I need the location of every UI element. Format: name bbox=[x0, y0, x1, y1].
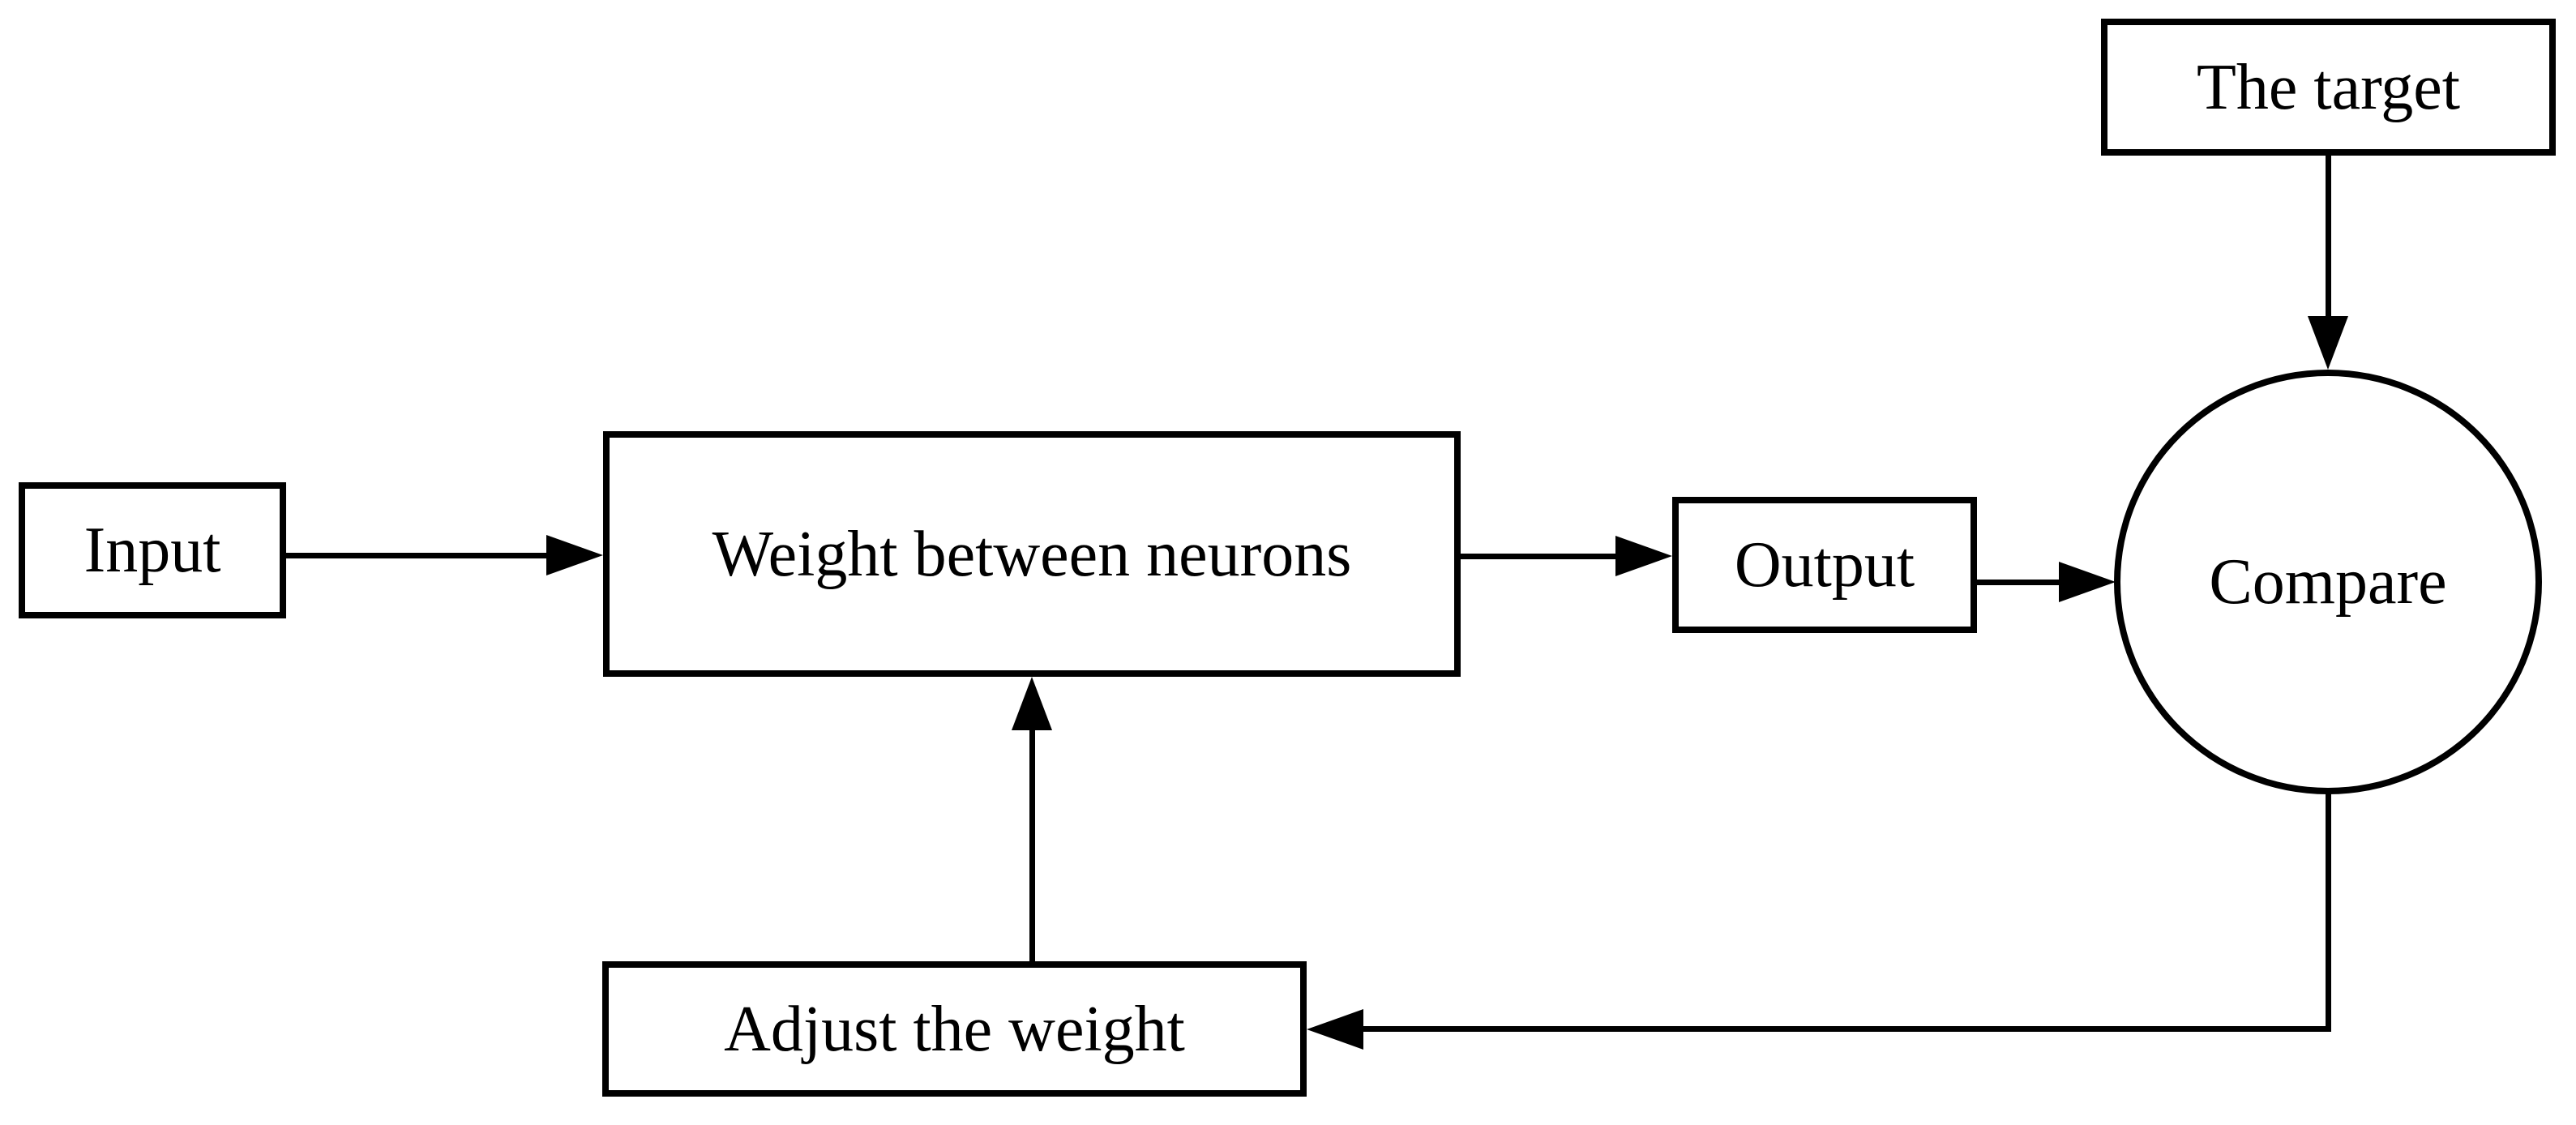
node-input-label: Input bbox=[83, 515, 221, 586]
node-the-target: The target bbox=[2101, 19, 2556, 156]
node-adjust-the-weight: Adjust the weight bbox=[602, 961, 1307, 1097]
arrow-target-to-compare-head-icon bbox=[2308, 316, 2348, 370]
arrow-input-to-weight-line bbox=[286, 553, 551, 558]
arrow-adjust-to-weight-head-icon bbox=[1012, 677, 1052, 730]
arrow-weight-to-output-head-icon bbox=[1615, 536, 1672, 576]
arrow-compare-to-adjust-vertical-line bbox=[2326, 789, 2331, 1031]
arrow-output-to-compare-line bbox=[1977, 580, 2065, 585]
node-output: Output bbox=[1672, 497, 1977, 633]
arrow-weight-to-output-line bbox=[1461, 554, 1619, 559]
node-weight-between-neurons: Weight between neurons bbox=[603, 431, 1461, 677]
node-input: Input bbox=[19, 482, 286, 618]
node-the-target-label: The target bbox=[2196, 51, 2461, 123]
node-weight-between-neurons-label: Weight between neurons bbox=[712, 518, 1352, 590]
node-output-label: Output bbox=[1734, 529, 1915, 601]
arrow-adjust-to-weight-line bbox=[1029, 728, 1035, 963]
node-adjust-the-weight-label: Adjust the weight bbox=[724, 993, 1185, 1065]
arrow-compare-to-adjust-horizontal-line bbox=[1362, 1026, 2331, 1032]
arrow-output-to-compare-head-icon bbox=[2059, 562, 2116, 602]
arrow-target-to-compare-line bbox=[2326, 156, 2331, 319]
node-compare-label: Compare bbox=[2209, 546, 2447, 618]
arrow-compare-to-adjust-head-icon bbox=[1307, 1009, 1363, 1050]
node-compare: Compare bbox=[2114, 370, 2542, 794]
arrow-input-to-weight-head-icon bbox=[546, 535, 603, 575]
